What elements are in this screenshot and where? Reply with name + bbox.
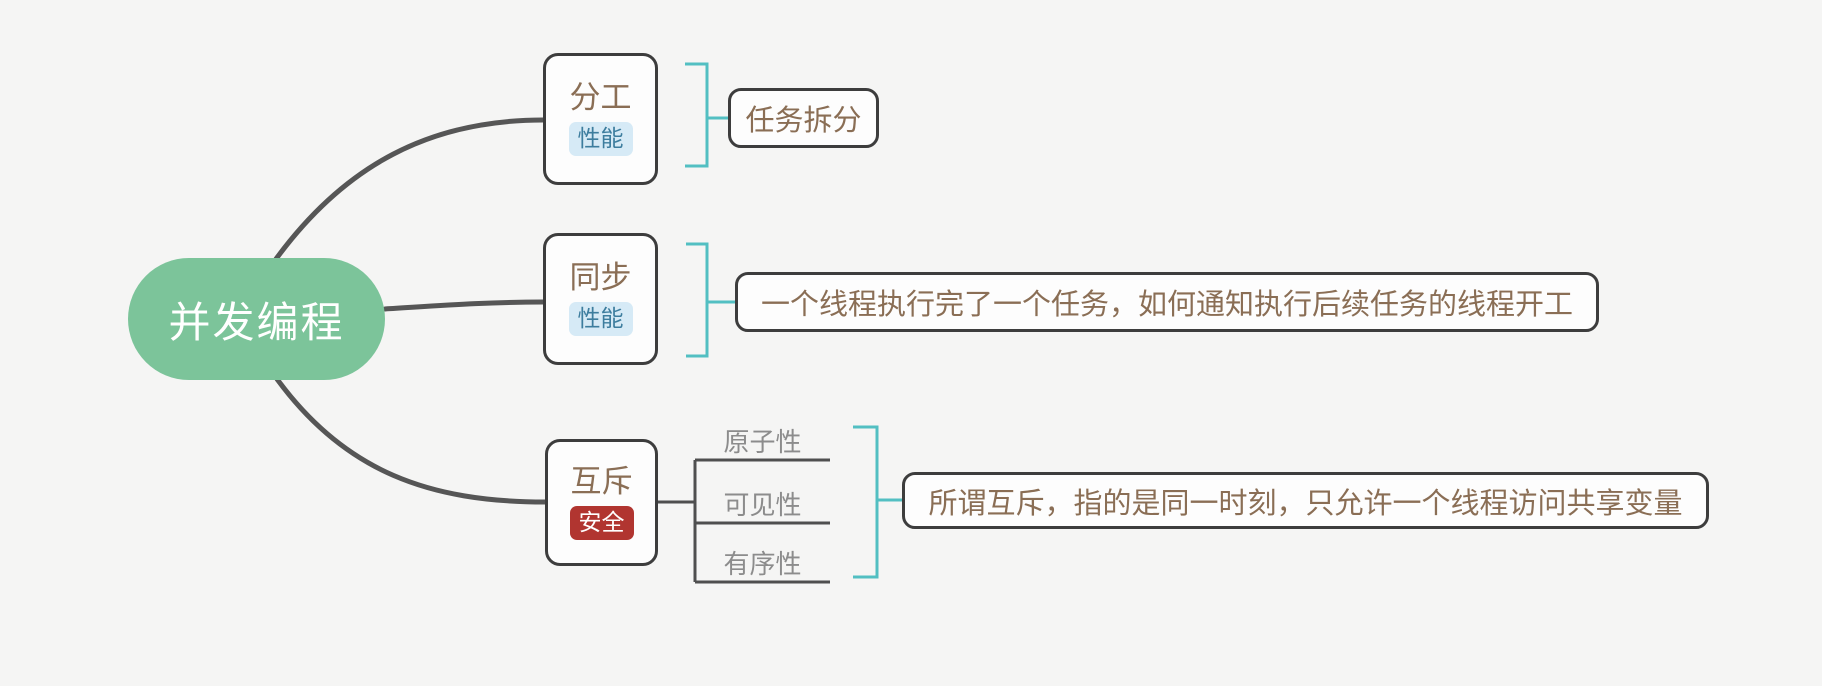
summary-bracket-mutex <box>853 425 879 579</box>
topic-sync[interactable]: 同步 性能 <box>543 233 658 365</box>
subtopic-atomicity-label: 原子性 <box>723 427 802 457</box>
summary-topic-mutex-note[interactable]: 所谓互斥，指的是同一时刻，只允许一个线程访问共享变量 <box>902 472 1709 529</box>
safety-badge[interactable]: 安全 <box>569 505 634 540</box>
performance-badge[interactable]: 性能 <box>568 302 633 336</box>
summary-bracket-division <box>685 62 709 168</box>
subtopic-ordering-label: 有序性 <box>723 549 802 579</box>
topic-mutex[interactable]: 互斥 安全 <box>545 439 658 566</box>
subtopic-atomicity[interactable]: 原子性 <box>695 426 830 458</box>
root-topic-label: 并发编程 <box>168 298 345 346</box>
summary-topic-task-split-label: 任务拆分 <box>745 105 862 137</box>
summary-topic-sync-note-label: 一个线程执行完了一个任务，如何通知执行后续任务的线程开工 <box>760 289 1573 321</box>
subtopic-visibility[interactable]: 可见性 <box>695 489 830 521</box>
branch-curve-mutex <box>274 376 548 505</box>
summary-topic-sync-note[interactable]: 一个线程执行完了一个任务，如何通知执行后续任务的线程开工 <box>735 272 1599 332</box>
subtopic-ordering[interactable]: 有序性 <box>695 548 830 580</box>
root-topic[interactable]: 并发编程 <box>128 258 385 380</box>
topic-division-label: 分工 <box>569 80 632 115</box>
summary-topic-task-split[interactable]: 任务拆分 <box>728 88 879 148</box>
summary-bracket-sync <box>686 242 709 358</box>
summary-topic-mutex-note-label: 所谓互斥，指的是同一时刻，只允许一个线程访问共享变量 <box>928 487 1683 520</box>
branch-curve-division <box>273 117 546 262</box>
subtopic-visibility-label: 可见性 <box>723 490 802 520</box>
topic-mutex-label: 互斥 <box>570 463 633 499</box>
topic-division[interactable]: 分工 性能 <box>543 53 658 185</box>
performance-badge[interactable]: 性能 <box>568 122 633 156</box>
topic-sync-label: 同步 <box>569 260 632 295</box>
branch-curve-sync <box>382 299 546 312</box>
